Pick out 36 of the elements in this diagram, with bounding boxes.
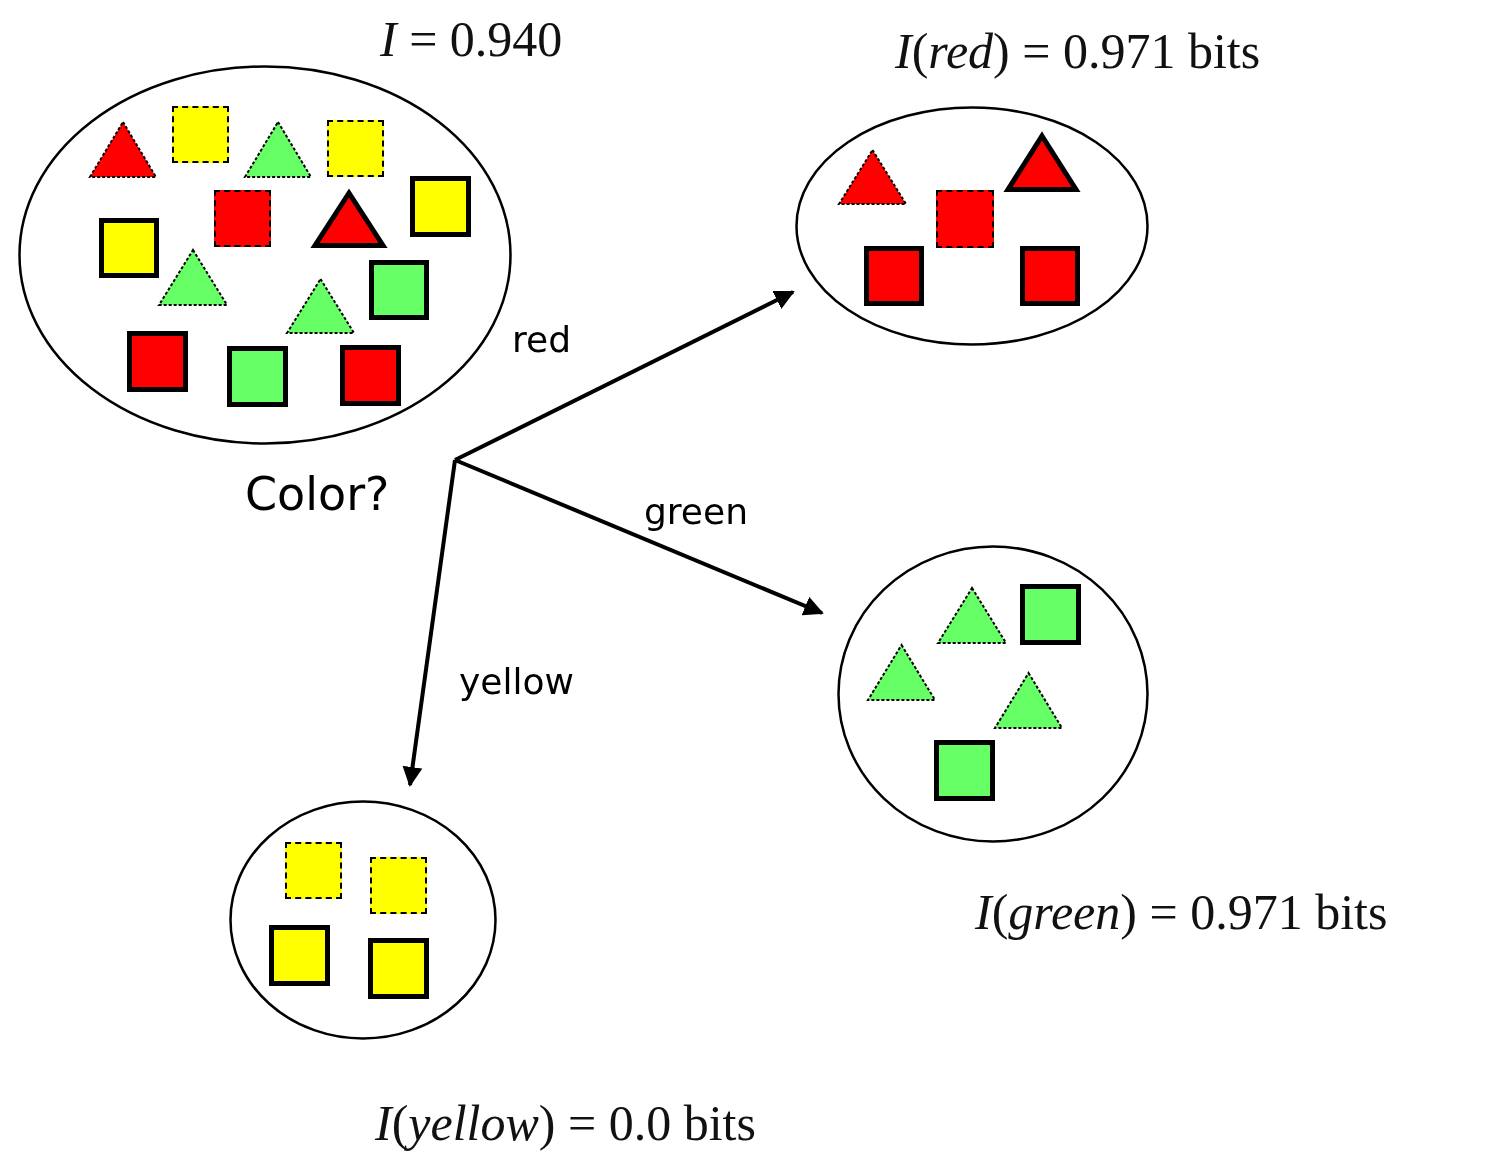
square-shape: [172, 106, 229, 163]
entropy-label: I(green) = 0.971 bits: [975, 885, 1388, 940]
square-shape: [214, 190, 271, 247]
entropy-label: I(yellow) = 0.0 bits: [375, 1096, 756, 1151]
triangle-shape: [866, 643, 937, 701]
triangle-shape: [285, 277, 356, 334]
square-shape: [936, 190, 994, 248]
square-shape: [368, 938, 429, 999]
square-shape: [127, 331, 188, 392]
triangle-shape: [157, 248, 229, 306]
square-shape: [410, 176, 471, 237]
square-shape: [934, 740, 995, 801]
square-shape: [1020, 246, 1080, 306]
triangle-shape: [88, 120, 158, 178]
triangle-shape: [1003, 131, 1081, 192]
square-shape: [370, 857, 427, 914]
arrow: [454, 458, 824, 616]
triangle-shape: [310, 188, 388, 248]
question-text: Color?: [245, 458, 457, 530]
square-shape: [285, 842, 342, 899]
square-shape: [99, 218, 159, 278]
triangle-shape: [936, 586, 1008, 644]
entropy-label: I = 0.940: [380, 12, 563, 67]
square-shape: [269, 925, 330, 986]
triangle-shape: [243, 120, 313, 178]
arrow: [454, 290, 795, 462]
square-shape: [327, 120, 384, 177]
square-shape: [1020, 584, 1081, 645]
square-shape: [340, 345, 401, 406]
square-shape: [227, 346, 288, 407]
square-shape: [369, 260, 429, 320]
triangle-shape: [837, 148, 908, 205]
entropy-label: I(red) = 0.971 bits: [895, 24, 1261, 79]
square-shape: [864, 246, 924, 306]
arrow: [402, 459, 457, 787]
triangle-shape: [993, 671, 1064, 729]
